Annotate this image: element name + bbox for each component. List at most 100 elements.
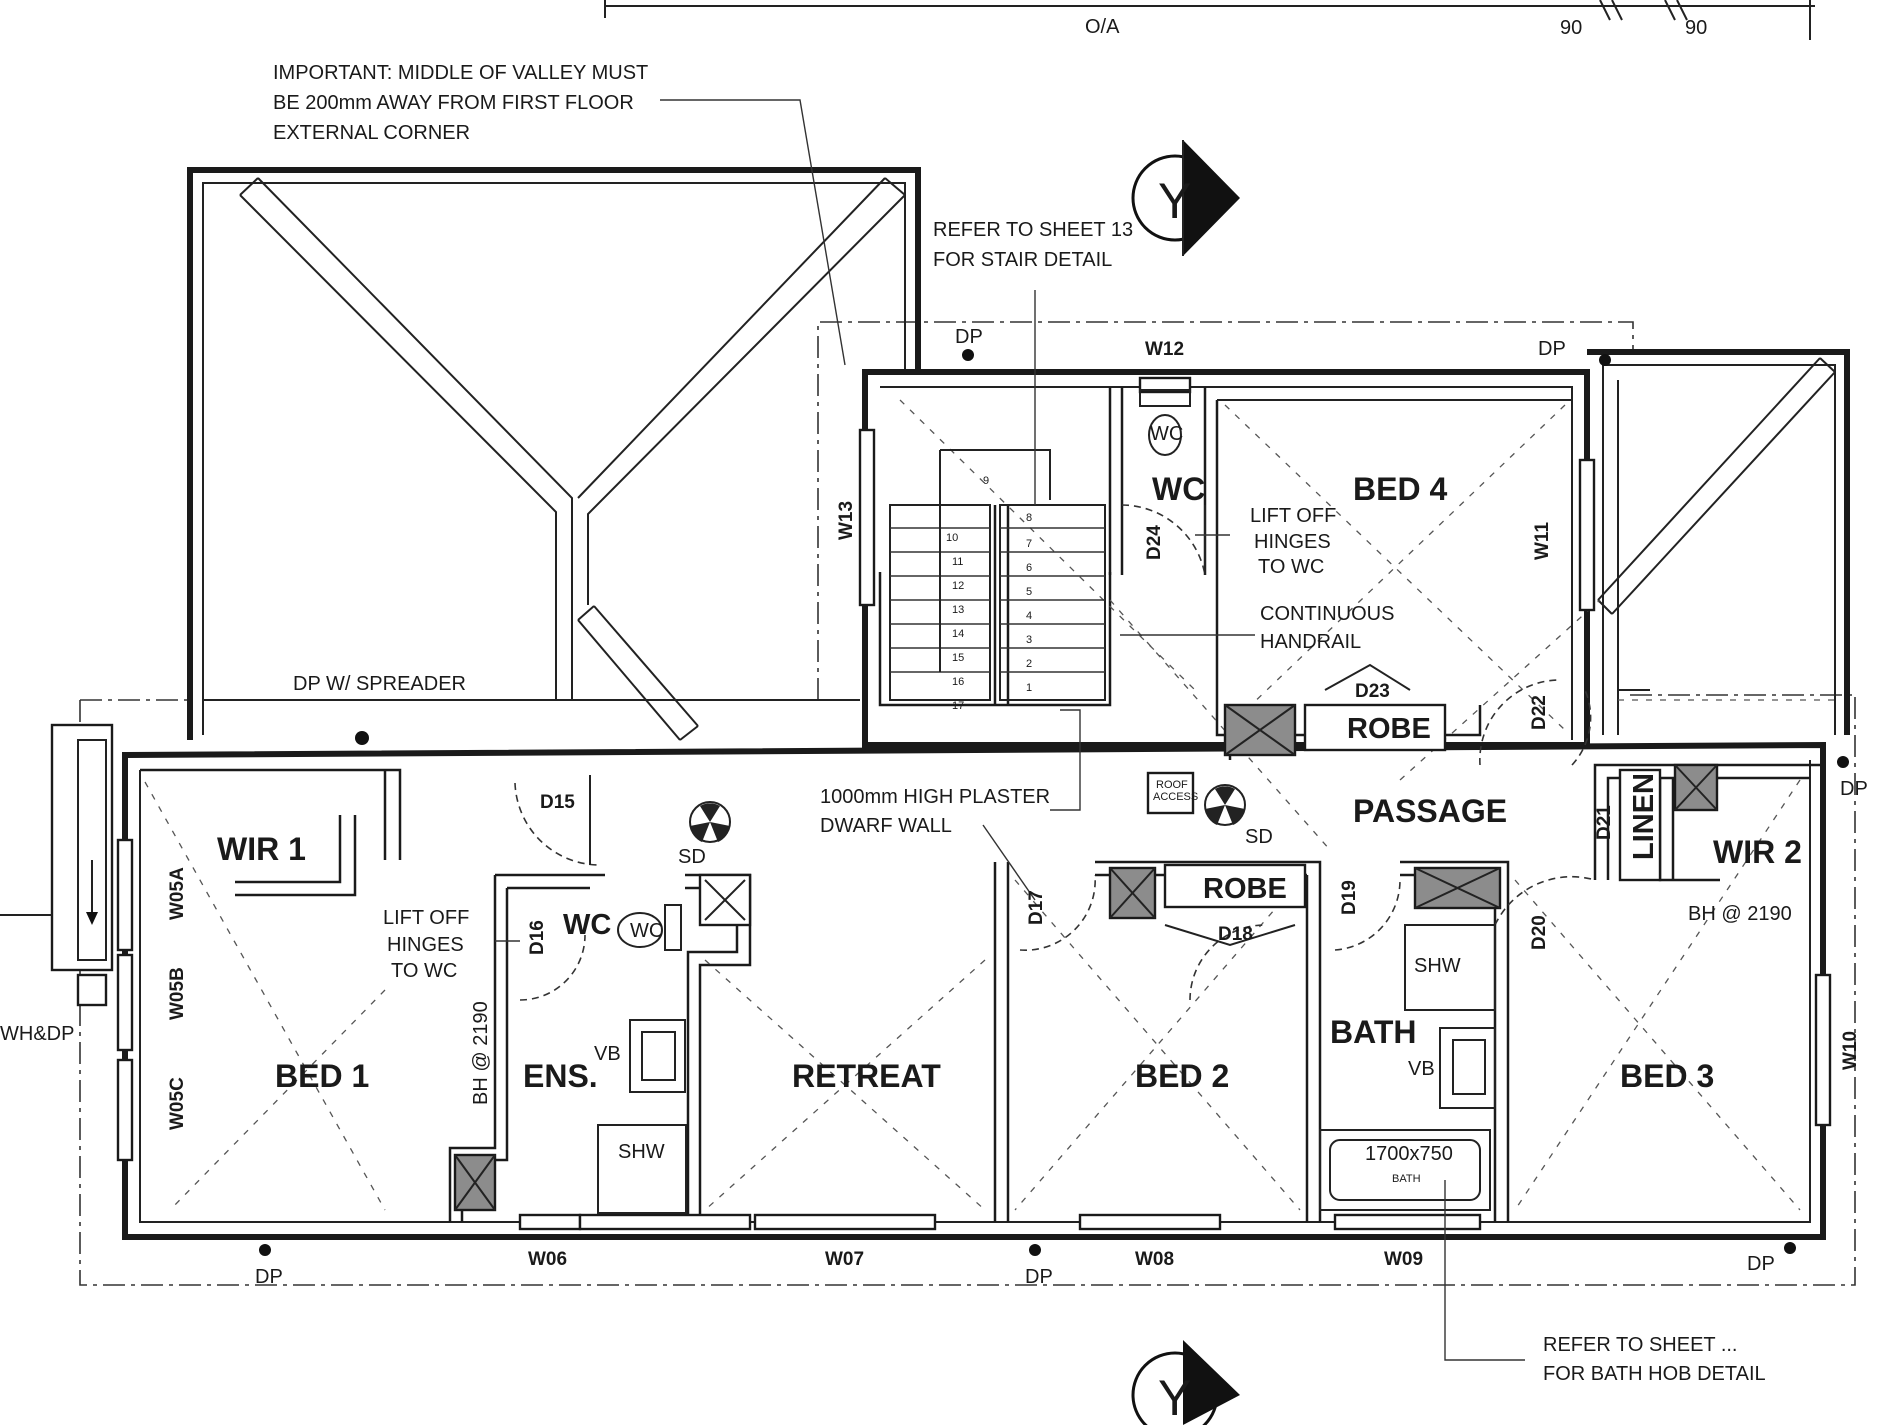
tread-5: 5 (1026, 586, 1032, 598)
valley-note: EXTERNAL CORNER (273, 122, 470, 144)
tread-15: 15 (952, 652, 964, 664)
room-wc-upper: WC (1152, 471, 1205, 507)
door-code: D19 (1339, 880, 1360, 915)
room-labels: WIR 1 WIR 2 BED 1 ENS. RETREAT BED 2 BAT… (217, 471, 1802, 1094)
handrail-note: CONTINUOUS (1260, 603, 1394, 625)
stair-note: REFER TO SHEET 13 (933, 219, 1133, 241)
robe-bed2-label: ROBE (1203, 873, 1287, 905)
window-code: W09 (1384, 1249, 1423, 1270)
dwarf-wall-note: 1000mm HIGH PLASTER (820, 786, 1050, 808)
window-code: W05C (167, 1077, 188, 1130)
downpipe-dot (1599, 354, 1611, 366)
bulkhead-note: BH @ 2190 (1688, 903, 1792, 925)
door-codes: D15 D16 D17 D18 D19 D20 D21 D22 D23 D24 (527, 525, 1615, 955)
smoke-detector-label: SD (678, 846, 706, 868)
roof-outline (79, 321, 1856, 1286)
handrail-note: HANDRAIL (1260, 631, 1361, 653)
section-marker-label: Y (1158, 1370, 1191, 1425)
downpipe-dot (1837, 756, 1849, 768)
section-marker-top: Y (1131, 140, 1240, 256)
room-bed2: BED 2 (1135, 1058, 1229, 1094)
downpipe-dot (355, 731, 369, 745)
shower-label: SHW (618, 1141, 665, 1163)
door-code: D22 (1529, 695, 1550, 730)
overall-dimension: O/A 90 90 (604, 0, 1815, 40)
lift-hinges-note: LIFT OFF (383, 907, 469, 929)
downpipe-label: DP (1840, 778, 1868, 800)
lift-hinges-note: LIFT OFF (1250, 505, 1336, 527)
window-code: W05A (167, 867, 188, 920)
roof-access-label: ROOF (1156, 779, 1188, 791)
tread-4: 4 (1026, 610, 1032, 622)
window-code: W12 (1145, 339, 1184, 360)
tread-14: 14 (952, 628, 964, 640)
cupboard-box (698, 873, 752, 927)
vanity-label: VB (1408, 1058, 1435, 1080)
tread-9: 9 (983, 475, 989, 487)
window-code: W06 (528, 1249, 567, 1270)
room-retreat: RETREAT (792, 1058, 941, 1094)
door-code: D15 (540, 792, 575, 813)
cupboard-box (1108, 866, 1157, 920)
dwarf-wall-note: DWARF WALL (820, 815, 952, 837)
bath-hob-note: FOR BATH HOB DETAIL (1543, 1363, 1766, 1385)
tread-11: 11 (952, 556, 963, 568)
bath-label: BATH (1392, 1173, 1421, 1185)
vanity-bath (1439, 1027, 1496, 1109)
wc-pan-label: WC (630, 920, 663, 942)
window-code: W10 (1840, 1031, 1861, 1070)
shower-bath (1404, 924, 1496, 1011)
door-code: D18 (1218, 924, 1253, 945)
window-codes: W05A W05B W05C W06 W07 W08 W09 W10 W11 W… (167, 339, 1861, 1270)
stair-note: FOR STAIR DETAIL (933, 249, 1112, 271)
valley-note: BE 200mm AWAY FROM FIRST FLOOR (273, 92, 634, 114)
shower-ens (597, 1124, 687, 1214)
room-ens: ENS. (523, 1058, 598, 1094)
downpipe-dot (1784, 1242, 1796, 1254)
window-code: W07 (825, 1249, 864, 1270)
lift-hinges-note: HINGES (387, 934, 464, 956)
robe-bed2 (1163, 863, 1307, 909)
room-bed4: BED 4 (1353, 471, 1447, 507)
stair: 1 2 3 4 5 6 7 8 9 10 11 12 13 14 15 16 1… (889, 449, 1106, 712)
downpipe-label: DP (955, 326, 983, 348)
bath-hob-note: REFER TO SHEET ... (1543, 1334, 1738, 1356)
tread-2: 2 (1026, 658, 1032, 670)
downpipe-dot (259, 1244, 271, 1256)
linen-cupboard (1618, 768, 1662, 882)
fixture-labels: WC WC SHW SHW VB VB 1700x750 BATH SD SD … (255, 326, 1868, 1288)
stair-treads (890, 449, 1105, 673)
tread-1: 1 (1026, 682, 1032, 694)
downpipe-label: DP (1025, 1266, 1053, 1288)
room-bath: BATH (1330, 1014, 1417, 1050)
shower-label: SHW (1414, 955, 1461, 977)
bulkhead-note: BH @ 2190 (470, 1001, 492, 1105)
smoke-detector-label: SD (1245, 826, 1273, 848)
downpipe-label: DP (1538, 338, 1566, 360)
valley-note: IMPORTANT: MIDDLE OF VALLEY MUST (273, 62, 648, 84)
section-marker-bottom: Y (1131, 1340, 1240, 1425)
door-code: D21 (1594, 805, 1615, 840)
cupboard-box (1413, 866, 1502, 910)
door-code: D20 (1529, 915, 1550, 950)
spreader-note: DP W/ SPREADER (293, 673, 466, 695)
tread-8: 8 (1026, 512, 1032, 524)
robe-bed4-label: ROBE (1347, 713, 1431, 745)
room-bed3: BED 3 (1620, 1058, 1714, 1094)
room-bed1: BED 1 (275, 1058, 369, 1094)
downpipe-dot (962, 349, 974, 361)
fixtures: ROOF ACCESS (0, 349, 1849, 1256)
tread-16: 16 (952, 676, 964, 688)
window-code: W11 (1532, 522, 1553, 560)
dimension-90-right: 90 (1685, 17, 1707, 39)
tread-12: 12 (952, 580, 964, 592)
window-code: W05B (167, 967, 188, 1020)
room-wc-lower: WC (563, 909, 611, 941)
downpipe-label: DP (255, 1266, 283, 1288)
downpipe-label: DP (1747, 1253, 1775, 1275)
tread-10: 10 (946, 532, 958, 544)
overall-dimension-label: O/A (1085, 16, 1120, 38)
leader-lines (495, 99, 1525, 1361)
lift-hinges-note: TO WC (391, 960, 457, 982)
